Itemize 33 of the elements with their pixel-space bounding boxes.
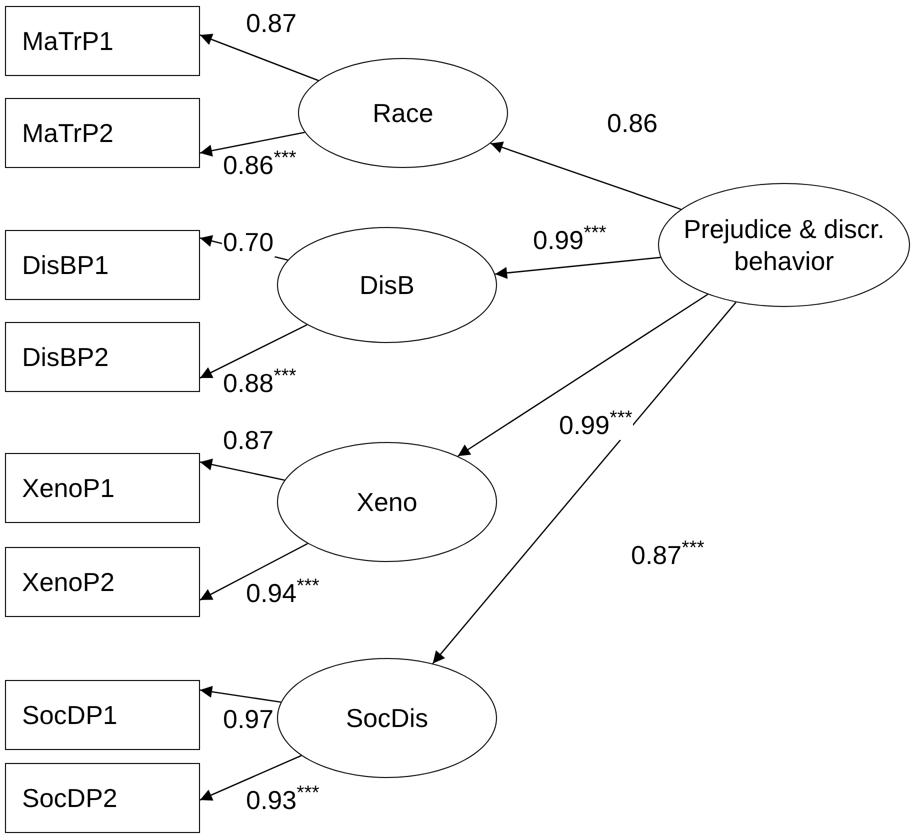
indicator-box [5,230,200,300]
node-label: SocDis [344,702,430,734]
node-label: DisBP2 [22,341,109,373]
arrow [200,324,308,379]
node-label: XenoP1 [22,472,115,504]
indicator-box [5,547,200,617]
node-label: MaTrP2 [22,117,114,149]
node-label: Race [372,97,434,129]
arrow [200,458,285,481]
node-label: SocDP1 [22,699,118,731]
arrow [200,543,308,601]
arrow [200,686,282,703]
node-label: DisB [358,269,416,301]
indicator-box [5,680,200,750]
node-label: MaTrP1 [22,25,114,57]
node-label: Prejudice & discr. behavior [682,213,886,277]
indicator-box [5,98,200,168]
node-label: DisBP1 [22,249,109,281]
indicator-box [5,763,200,833]
indicator-box [5,322,200,392]
arrow [432,302,736,664]
node-label: XenoP2 [22,566,115,598]
node-label: Xeno [356,486,418,518]
arrow [494,256,661,279]
arrow [200,755,302,801]
arrow [490,142,682,210]
indicator-box [5,6,200,76]
arrow [200,34,319,82]
edge-label: 0.99$^{***}$ [558,410,634,440]
arrow [458,294,708,457]
node-label: SocDP2 [22,782,118,814]
arrow [200,132,305,157]
indicator-box [5,453,200,523]
